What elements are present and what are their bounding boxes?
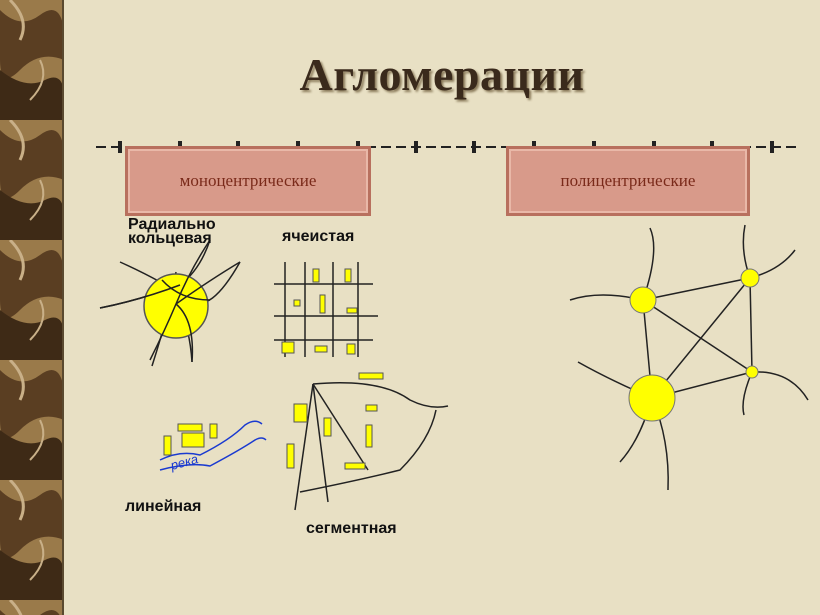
linear-diagram: река xyxy=(159,420,267,473)
segmental-diagram xyxy=(286,372,449,511)
poly-category-box: полицентрические xyxy=(506,146,750,216)
cellular-diagram xyxy=(274,262,378,357)
city-node xyxy=(629,286,657,314)
radial-ring-diagram xyxy=(99,239,241,367)
radial-label: Радиально кольцевая xyxy=(128,216,216,247)
radial-label-line2: кольцевая xyxy=(128,230,212,247)
mono-category-label: моноцентрические xyxy=(179,171,317,190)
slide-title: Агломерации xyxy=(299,49,585,100)
river-label: река xyxy=(168,451,200,473)
city-node xyxy=(740,268,760,288)
city-core xyxy=(143,273,209,339)
cellular-label: ячеистая xyxy=(282,228,355,245)
polycentric-diagram xyxy=(569,224,809,491)
city-node xyxy=(745,365,759,379)
segmental-label: сегментная xyxy=(306,520,397,537)
radial-label-line1: Радиально xyxy=(128,216,216,233)
linear-label: линейная xyxy=(125,498,202,515)
marble-sidebar xyxy=(0,0,64,615)
mono-category-box: моноцентрические xyxy=(125,146,371,216)
city-node xyxy=(628,374,676,422)
poly-category-label: полицентрические xyxy=(560,171,696,190)
